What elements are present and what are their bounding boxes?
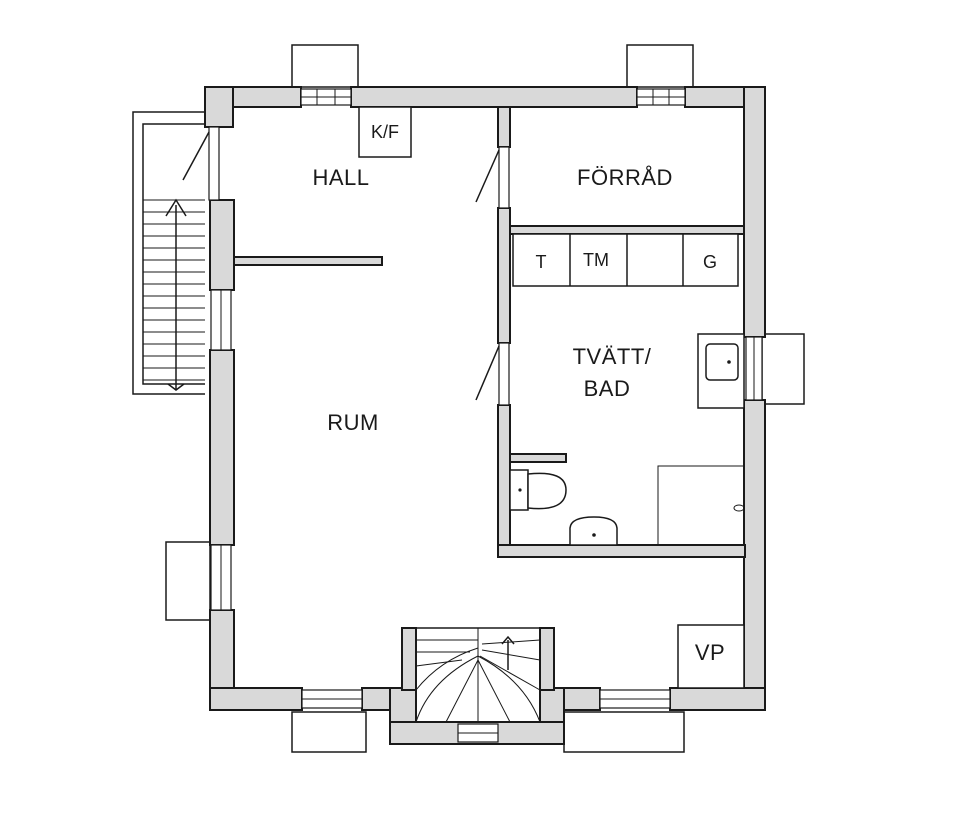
window-box-bottom-right xyxy=(563,711,685,753)
fixture-label-tm: TM xyxy=(583,250,609,270)
window-box-bottom-left xyxy=(291,711,367,753)
window-box-right xyxy=(761,333,805,405)
fixture-label-t: T xyxy=(536,252,547,272)
cabinet-row xyxy=(512,233,739,287)
kf-box xyxy=(358,106,412,158)
outdoor-stair-treads xyxy=(143,199,205,381)
room-label-bad: BAD xyxy=(584,376,631,401)
fixture-label-kf: K/F xyxy=(371,122,399,142)
fixture-label-g: G xyxy=(703,252,717,272)
window-box-top-right xyxy=(626,44,694,88)
outdoor-stair xyxy=(132,111,205,395)
indoor-stair xyxy=(415,627,541,723)
bath-fixtures xyxy=(509,333,745,546)
window-box-top-left xyxy=(291,44,359,88)
fixture-label-vp: VP xyxy=(695,640,725,665)
room-label-rum: RUM xyxy=(327,410,379,435)
room-label-tvatt: TVÄTT/ xyxy=(573,344,652,369)
window-box-left xyxy=(165,541,211,621)
wall-windows xyxy=(210,88,763,743)
entry-door xyxy=(182,126,220,201)
vp-box xyxy=(677,624,745,689)
room-label-forrad: FÖRRÅD xyxy=(577,165,673,190)
interior-doors xyxy=(475,146,510,406)
room-label-hall: HALL xyxy=(312,165,369,190)
